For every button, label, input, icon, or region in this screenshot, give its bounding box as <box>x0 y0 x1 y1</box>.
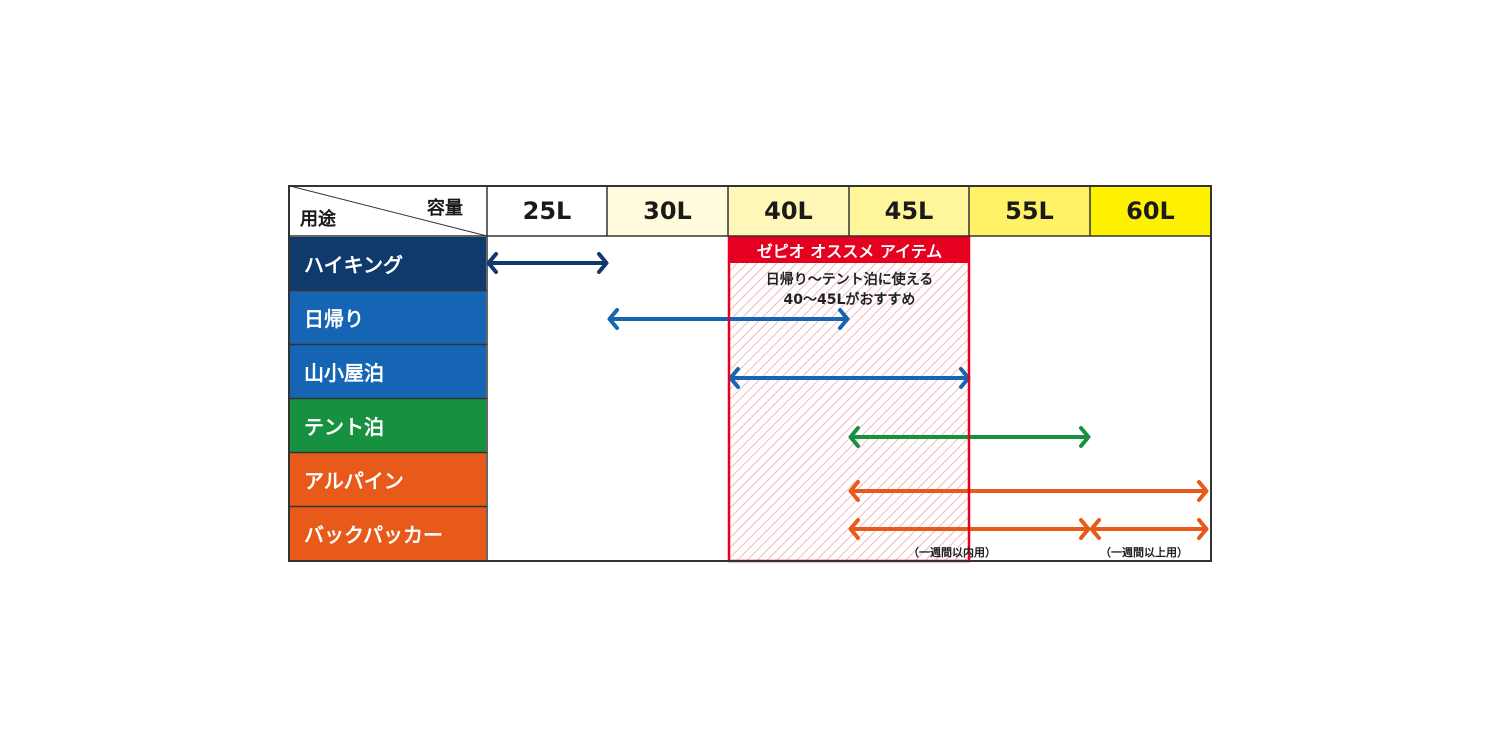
column-header-bg <box>607 186 728 236</box>
row-label-alpine: アルパイン <box>304 469 404 493</box>
corner-diagonal <box>289 185 488 237</box>
row-label-bg <box>290 507 486 560</box>
row-label-backpacker: バックパッカー <box>304 523 443 547</box>
recommend-note-line1: 日帰り〜テント泊に使える <box>765 272 934 288</box>
column-header-45l: 45L <box>884 197 934 225</box>
column-header-55l: 55L <box>1005 197 1054 225</box>
row-label-bg <box>290 345 486 398</box>
table-frame <box>288 185 1212 562</box>
note-within-week: （一週間以内用） <box>908 546 996 559</box>
column-header-25l: 25L <box>522 197 572 225</box>
column-header-60l: 60L <box>1126 197 1175 225</box>
recommend-banner: ゼピオ オススメ アイテム <box>729 237 970 263</box>
recommend-note: 日帰り〜テント泊に使える 40〜45Lがおすすめ <box>735 270 964 310</box>
column-header-30l: 30L <box>643 197 692 225</box>
row-label-bg <box>290 237 486 290</box>
row-label-bg <box>290 399 486 452</box>
recommend-note-line2: 40〜45Lがおすすめ <box>783 292 916 308</box>
column-header-bg <box>969 186 1090 236</box>
row-label-hut-stay: 山小屋泊 <box>304 361 384 385</box>
usage-label: 用途 <box>300 209 336 230</box>
row-label-bg <box>290 453 486 506</box>
row-label-tent-stay: テント泊 <box>304 415 384 439</box>
row-label-day-trip: 日帰り <box>304 307 364 331</box>
column-header-40l: 40L <box>764 197 813 225</box>
note-over-week: （一週間以上用） <box>1100 546 1188 559</box>
column-header-bg <box>849 186 969 236</box>
column-header-bg <box>728 186 849 236</box>
row-label-bg <box>290 291 486 344</box>
column-header-bg <box>1090 186 1211 236</box>
recommend-zone-fill <box>729 236 970 561</box>
range-arrow <box>1089 518 1209 540</box>
column-header-bg <box>487 186 607 236</box>
range-arrow <box>486 252 609 274</box>
range-arrow <box>848 480 1209 502</box>
capacity-label: 容量 <box>427 198 463 219</box>
row-label-hiking: ハイキング <box>304 253 403 277</box>
